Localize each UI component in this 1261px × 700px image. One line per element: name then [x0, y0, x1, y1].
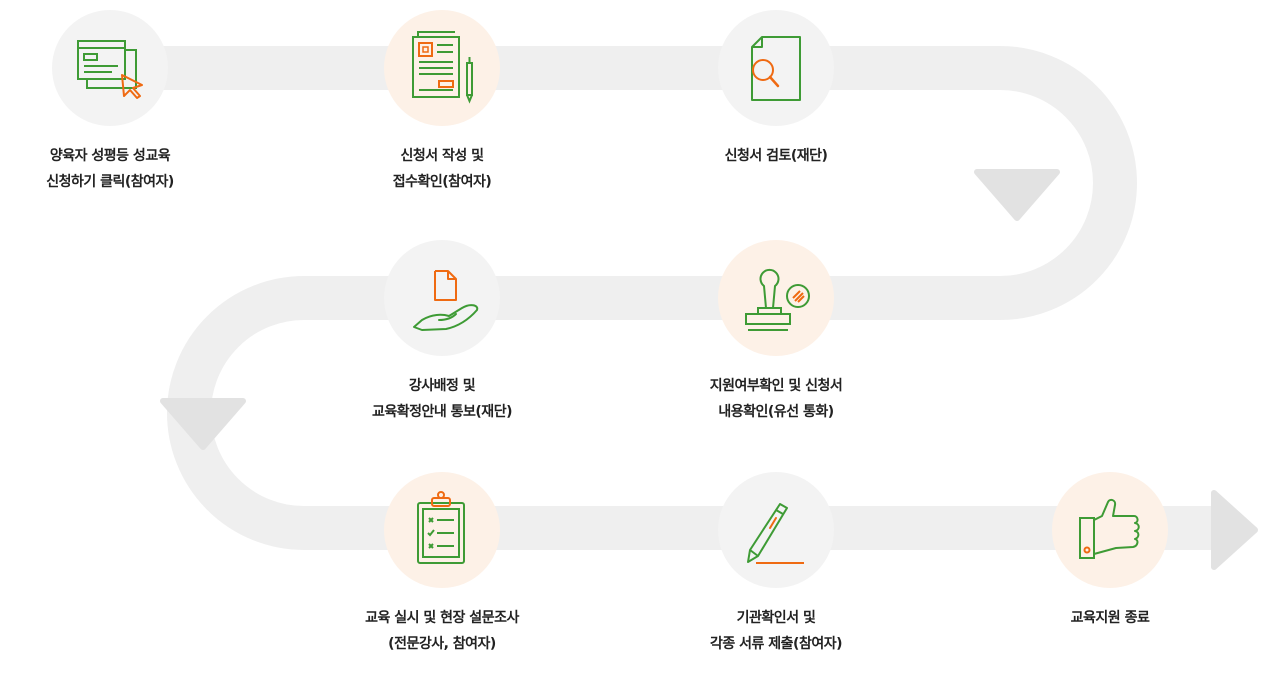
track-path [110, 46, 1230, 550]
step-2-line-1: 신청서 작성 및 [400, 148, 484, 164]
thumbs-up-icon [1079, 498, 1140, 559]
step-3-circle [718, 10, 834, 126]
step-4-line-2: 내용확인(유선 통화) [718, 404, 834, 420]
step-3-line-1: 신청서 검토(재단) [724, 148, 828, 164]
step-5-line-2: 교육확정안내 통보(재단) [372, 404, 512, 420]
down-arrow-left [160, 398, 246, 450]
step-4-label: 지원여부확인 및 신청서 내용확인(유선 통화) [646, 373, 906, 425]
step-7-circle [718, 472, 834, 588]
step-2-line-2: 접수확인(참여자) [392, 174, 492, 190]
step-5-circle [384, 240, 500, 356]
step-2-circle [384, 10, 500, 126]
step-8-circle [1052, 472, 1168, 588]
step-5-label: 강사배정 및 교육확정안내 통보(재단) [312, 373, 572, 425]
step-8-line-1: 교육지원 종료 [1070, 610, 1150, 626]
step-6-line-1: 교육 실시 및 현장 설문조사 [365, 610, 519, 626]
hand-document-icon [413, 270, 479, 331]
step-8-label: 교육지원 종료 [980, 605, 1240, 631]
end-arrow [1211, 490, 1258, 570]
step-7-line-2: 각종 서류 제출(참여자) [710, 636, 842, 652]
application-form-icon [412, 31, 473, 104]
step-1-line-2: 신청하기 클릭(참여자) [46, 174, 174, 190]
step-6-label: 교육 실시 및 현장 설문조사 (전문강사, 참여자) [312, 605, 572, 657]
step-6-line-2: (전문강사, 참여자) [388, 636, 496, 652]
step-6-circle [384, 472, 500, 588]
step-4-line-1: 지원여부확인 및 신청서 [709, 378, 843, 394]
clipboard-checklist-icon [417, 491, 465, 564]
step-1-line-1: 양육자 성평등 성교육 [49, 148, 171, 164]
stamp-icon [745, 268, 810, 331]
step-3-label: 신청서 검토(재단) [646, 143, 906, 169]
step-2-label: 신청서 작성 및 접수확인(참여자) [312, 143, 572, 195]
pencil-icon [747, 503, 804, 564]
step-4-circle [718, 240, 834, 356]
step-7-line-1: 기관확인서 및 [736, 610, 816, 626]
document-search-icon [751, 36, 801, 101]
down-arrow-right [974, 169, 1060, 221]
step-5-line-1: 강사배정 및 [408, 378, 476, 394]
step-1-circle [52, 10, 168, 126]
step-7-label: 기관확인서 및 각종 서류 제출(참여자) [646, 605, 906, 657]
step-1-label: 양육자 성평등 성교육 신청하기 클릭(참여자) [0, 143, 240, 195]
browser-cursor-icon [77, 40, 143, 99]
